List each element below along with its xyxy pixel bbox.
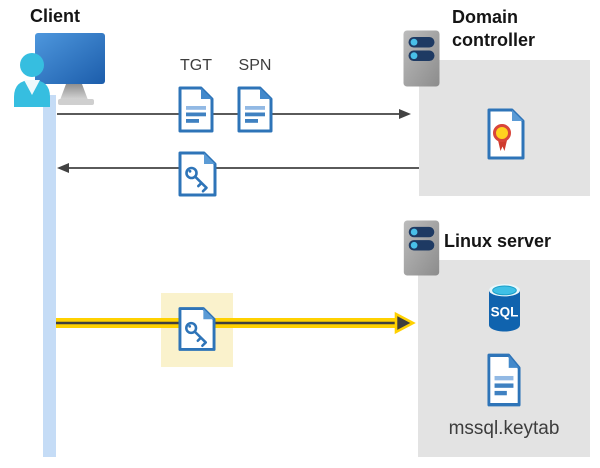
client-workstation-icon [14, 33, 105, 107]
keytab-document-icon [487, 353, 521, 407]
tgt-label: TGT [180, 57, 212, 74]
sql-label: SQL [491, 305, 519, 320]
linux-server-label: Linux server [444, 231, 552, 251]
keytab-arrowhead-icon [394, 311, 416, 335]
response-arrowhead-icon [57, 163, 69, 173]
tgt-document-icon [178, 86, 214, 133]
request-arrowhead-icon [399, 109, 411, 119]
key-ticket-icon [178, 151, 217, 197]
spn-document-icon [237, 86, 273, 133]
linux-server-server-icon [403, 220, 440, 276]
sql-database-icon: SQL [489, 284, 520, 332]
client-lifeline [43, 95, 56, 457]
certificate-icon [487, 108, 525, 160]
domain-controller-label: Domain controller [452, 7, 536, 51]
spn-label: SPN [238, 57, 272, 74]
keytab-filename-label: mssql.keytab [448, 418, 560, 439]
keytab-key-ticket-icon [178, 307, 216, 351]
domain-controller-server-icon [403, 30, 440, 87]
client-label: Client [30, 6, 81, 26]
